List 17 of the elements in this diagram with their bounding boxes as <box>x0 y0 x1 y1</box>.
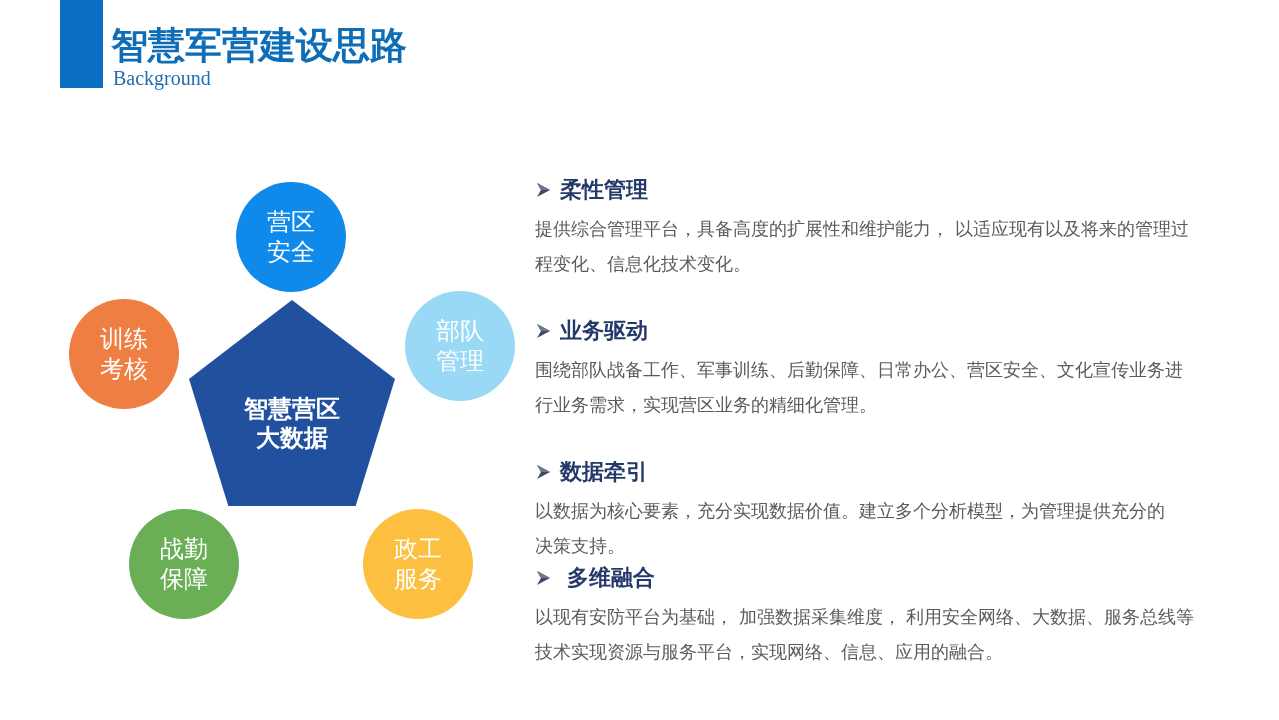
pentagon-node <box>189 300 395 506</box>
node-label: 训练考核 <box>99 324 149 384</box>
subtitle: Background <box>113 67 211 89</box>
node-label: 营区安全 <box>266 207 316 267</box>
section-heading: 数据牵引 <box>560 458 648 486</box>
node-label: 部队管理 <box>435 316 485 376</box>
node-label: 智慧营区大数据 <box>243 395 341 453</box>
node-label: 政工服务 <box>393 534 443 594</box>
title: 智慧军营建设思路 <box>111 24 407 68</box>
paragraph: 以现有安防平台为基础， 加强数据采集维度， 利用安全网络、大数据、服务总线等技术实现资源与服务平台，实现网络、信息、应用的融合。 <box>535 605 1196 664</box>
paragraph: 以数据为核心要素，充分实现数据价值。建立多个分析模型，为管理提供充分的决策支持。 <box>535 499 1166 558</box>
paragraph: 围绕部队战备工作、军事训练、后勤保障、日常办公、营区安全、文化宣传业务进行业务需求，实现营区业务的精细化管理。 <box>535 358 1184 417</box>
section-heading: 多维融合 <box>567 564 655 592</box>
section-heading: 柔性管理 <box>560 176 648 204</box>
node-label: 战勤保障 <box>159 534 209 594</box>
section-heading: 业务驱动 <box>560 317 648 345</box>
paragraph: 提供综合管理平台，具备高度的扩展性和维护能力， 以适应现有以及将来的管理过程变化、信息化技术变化。 <box>535 217 1190 276</box>
